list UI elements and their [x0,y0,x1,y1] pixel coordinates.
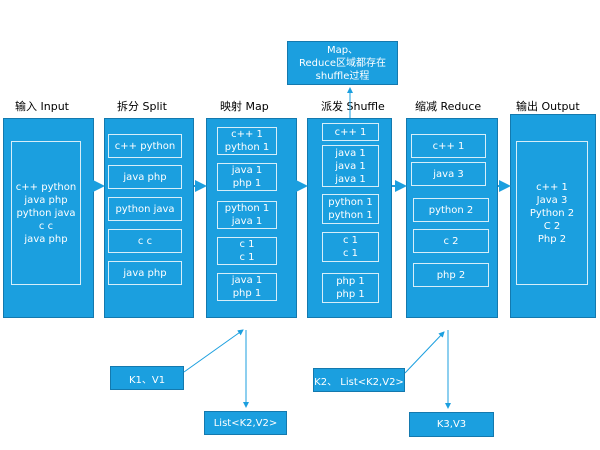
stage-title-split: 拆分 Split [117,100,167,113]
stage-title-output: 输出 Output [516,100,580,113]
reduce-box: c 2 [413,229,489,253]
shuffle-box: php 1 php 1 [322,273,379,303]
shuffle-box: c++ 1 [322,123,379,141]
k3v3-text: K3,V3 [436,419,467,430]
map-line: python 1 [224,142,270,153]
split-line: c c [137,235,153,247]
reduce-line: c++ 1 [432,140,465,152]
list-k2v2-text: List<K2,V2> [213,417,278,429]
map-line: php 1 [232,288,262,299]
map-box: java 1 php 1 [217,273,277,301]
map-line: java 1 [231,165,263,176]
arrow-k2list-reduce [404,331,445,374]
map-box: java 1 php 1 [217,163,277,191]
output-box: c++ 1 Java 3 Python 2 C 2 Php 2 [516,141,588,285]
shuffle-note-line: shuffle过程 [315,70,370,82]
arrow-k1v1-map [183,329,244,373]
split-line: c++ python [114,140,176,152]
input-line: c c [38,220,54,232]
stage-title-input: 输入 Input [15,100,69,113]
map-line: c 1 [239,239,255,250]
list-k2v2-note: List<K2,V2> [204,411,287,435]
shuffle-note: Map、 Reduce区域都存在 shuffle过程 [287,41,398,85]
input-box: c++ python java php python java c c java… [11,141,81,285]
reduce-line: php 2 [436,269,466,281]
shuffle-line: c 1 [342,235,359,246]
map-line: php 1 [232,178,262,189]
shuffle-box: python 1 python 1 [322,194,379,224]
map-line: java 1 [231,275,263,286]
map-line: python 1 [224,203,270,214]
output-line: c++ 1 [536,181,568,193]
output-line: C 2 [543,220,561,232]
split-box: c++ python [108,134,182,158]
split-box: python java [108,197,182,221]
input-line: c++ python [15,181,77,193]
reduce-line: python 2 [428,204,474,216]
shuffle-line: python 1 [328,210,373,221]
k1v1-text: K1、V1 [128,374,166,386]
output-line: Php 2 [537,233,567,245]
map-line: java 1 [231,216,263,227]
shuffle-line: java 1 [335,173,366,185]
map-line: c++ 1 [231,129,263,140]
shuffle-line: python 1 [328,197,373,208]
reduce-line: c 2 [443,235,459,247]
map-box: c++ 1 python 1 [217,127,277,155]
reduce-box: python 2 [413,198,489,222]
shuffle-line: java 1 [335,147,366,159]
reduce-box: c++ 1 [411,134,486,158]
shuffle-line: java 1 [335,160,366,172]
input-line: python java [16,207,76,219]
k1v1-note: K1、V1 [110,366,184,390]
shuffle-note-line: Reduce区域都存在 [299,57,386,69]
split-line: java php [123,171,167,183]
stage-title-reduce: 缩减 Reduce [415,100,482,113]
split-box: java php [108,165,182,189]
shuffle-line: php 1 [336,289,365,300]
output-line: Java 3 [536,194,568,206]
k2-list-text: K2、 List<K2,V2> [314,376,404,388]
shuffle-line: c++ 1 [334,126,367,138]
split-line: python java [115,203,175,215]
output-line: Python 2 [529,207,575,219]
shuffle-note-line: Map、 [326,44,359,56]
stage-title-map: 映射 Map [220,100,269,113]
split-box: c c [108,229,182,253]
stage-title-shuffle: 派发 Shuffle [321,100,385,113]
input-line: java php [24,194,68,206]
map-box: python 1 java 1 [217,201,277,229]
reduce-line: java 3 [433,168,464,180]
shuffle-line: php 1 [336,276,365,287]
split-line: java php [123,267,167,279]
map-line: c 1 [239,252,255,263]
input-line: java php [24,233,68,245]
reduce-box: php 2 [413,263,489,287]
split-box: java php [108,261,182,285]
shuffle-line: c 1 [342,248,359,259]
k3v3-note: K3,V3 [409,412,494,437]
reduce-box: java 3 [411,162,486,186]
k2-list-note: K2、 List<K2,V2> [313,368,405,392]
